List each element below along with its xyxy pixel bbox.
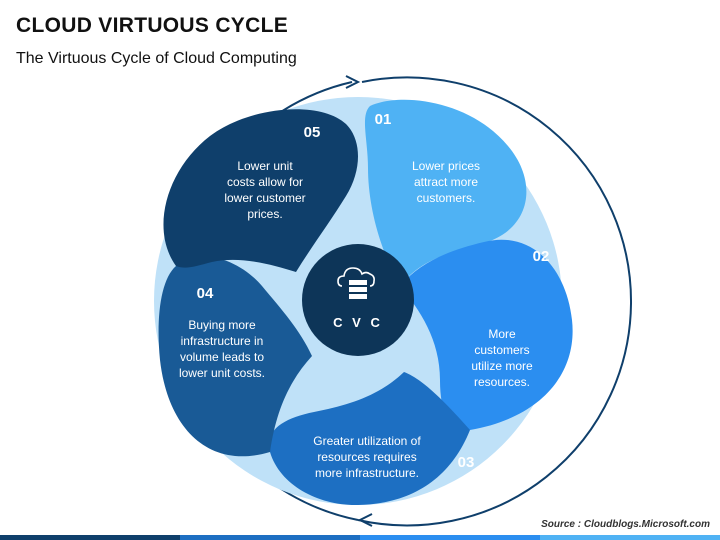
bar-segment	[540, 535, 720, 540]
segment-number: 05	[304, 124, 321, 141]
segment-number: 01	[375, 111, 392, 128]
segment-shape	[364, 99, 527, 286]
segment-text-line: customers	[474, 343, 529, 357]
ring-arc	[357, 76, 632, 527]
segment-shape	[158, 256, 312, 457]
segment-number: 03	[458, 454, 475, 471]
source-credit: Source : Cloudblogs.Microsoft.com	[541, 519, 710, 530]
bar-segment	[360, 535, 540, 540]
segment-text-line: utilize more	[471, 359, 533, 373]
segment-text-line: prices.	[247, 207, 282, 221]
segment-number: 02	[533, 248, 550, 265]
segment-text-line: resources.	[474, 375, 530, 389]
segment-shape	[163, 109, 358, 273]
segment-text-line: resources requires	[317, 450, 416, 464]
segment-text-line: costs allow for	[227, 175, 303, 189]
center-circle	[302, 244, 414, 356]
segment-text-line: Lower prices	[412, 159, 480, 173]
cloud-server-icon	[337, 267, 375, 299]
segment-text-line: volume leads to	[180, 350, 264, 364]
center-hub: C V C	[302, 244, 414, 356]
segment-text-line: customers.	[417, 191, 476, 205]
segment-text-line: lower customer	[224, 191, 305, 205]
segment-text-line: Greater utilization of	[313, 434, 421, 448]
cycle-segment-03: 03 Greater utilization of resources requir…	[268, 372, 475, 506]
segment-text-line: attract more	[414, 175, 478, 189]
bar-segment	[180, 535, 360, 540]
segment-text-line: more infrastructure.	[315, 466, 419, 480]
arrow-head-bottom-icon	[357, 513, 373, 527]
center-label: C V C	[333, 315, 383, 330]
segment-shape	[400, 239, 573, 431]
page-subtitle: The Virtuous Cycle of Cloud Computing	[16, 50, 297, 67]
segment-text-line: Buying more	[188, 318, 256, 332]
page-title: CLOUD VIRTUOUS CYCLE	[16, 14, 289, 37]
segment-text-line: lower unit costs.	[179, 366, 265, 380]
segment-text-line: infrastructure in	[181, 334, 264, 348]
segment-text-line: Lower unit	[237, 159, 293, 173]
segment-number: 04	[197, 285, 214, 302]
bar-segment	[0, 535, 180, 540]
bottom-color-bar	[0, 535, 720, 540]
arrow-head-top-icon	[345, 75, 361, 89]
segment-shape	[268, 372, 470, 506]
segment-text-line: More	[488, 327, 516, 341]
